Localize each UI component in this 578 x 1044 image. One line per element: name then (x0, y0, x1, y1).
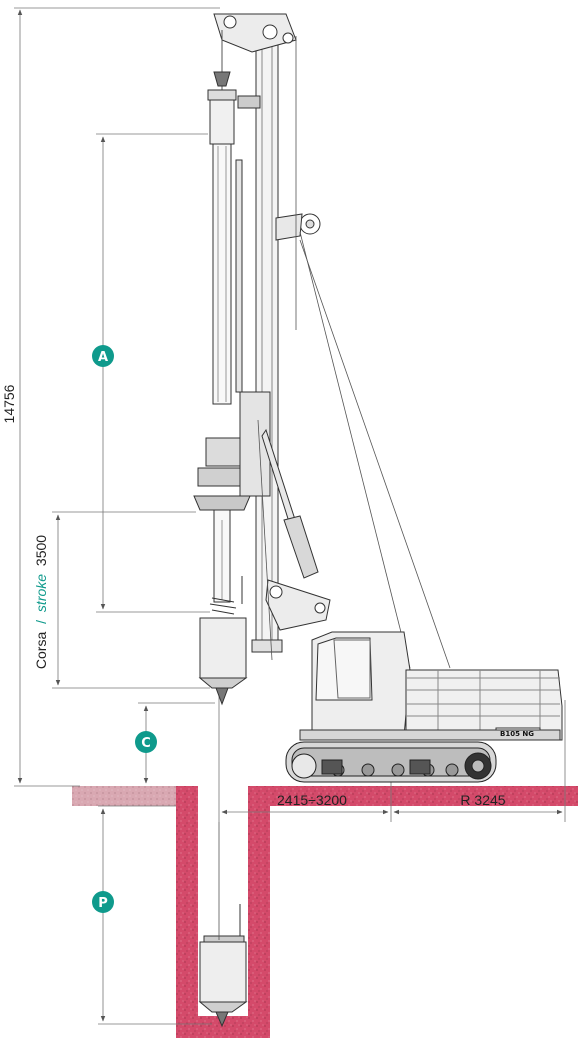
badge-p-label: P (98, 896, 108, 911)
badge-c: C (135, 731, 157, 753)
stroke-word: stroke (33, 574, 49, 612)
stroke-value: 3500 (33, 535, 49, 566)
support-cables (257, 36, 451, 669)
ground-section (72, 786, 578, 1038)
stroke-label: Corsa / stroke 3500 (33, 535, 49, 669)
badge-p: P (92, 891, 114, 913)
shock-spring (209, 597, 237, 615)
crowd-linkage (261, 428, 331, 631)
model-label: B105 NG (500, 730, 534, 738)
total-height-label: 14756 (1, 384, 17, 423)
badge-c-label: C (141, 736, 151, 751)
bucket-in-hole (198, 822, 248, 1028)
tail-radius-label: R 3245 (460, 792, 505, 808)
badge-a-label: A (98, 350, 108, 365)
stroke-separator: / (33, 620, 49, 624)
swing-range-label: 2415÷3200 (277, 792, 347, 808)
crawler-tracks (285, 741, 497, 783)
badge-a: A (92, 345, 114, 367)
upper-carriage (299, 631, 563, 741)
stroke-prefix: Corsa (33, 632, 49, 670)
